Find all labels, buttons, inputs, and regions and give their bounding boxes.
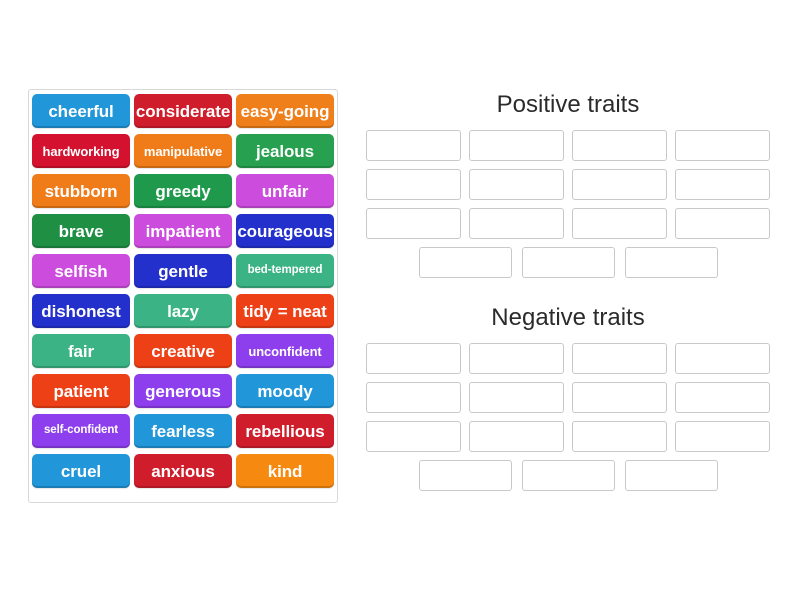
dropzone-slot[interactable] bbox=[521, 247, 615, 279]
word-tile[interactable]: impatient bbox=[134, 214, 232, 248]
word-tile[interactable]: kind bbox=[236, 454, 334, 488]
dropzone-slot[interactable] bbox=[469, 382, 564, 414]
word-tile[interactable]: bed-tempered bbox=[236, 254, 334, 288]
word-tile[interactable]: generous bbox=[134, 374, 232, 408]
dropzone-slot[interactable] bbox=[675, 208, 770, 240]
word-tile[interactable]: manipulative bbox=[134, 134, 232, 168]
dropzone-rows-negative bbox=[366, 343, 770, 492]
dropzone-slot[interactable] bbox=[675, 169, 770, 201]
dropzone-row bbox=[366, 343, 770, 375]
dropzone-slot[interactable] bbox=[572, 208, 667, 240]
word-tile[interactable]: easy-going bbox=[236, 94, 334, 128]
word-tile[interactable]: greedy bbox=[134, 174, 232, 208]
word-tile[interactable]: unfair bbox=[236, 174, 334, 208]
word-tile[interactable]: creative bbox=[134, 334, 232, 368]
dropzone-slot[interactable] bbox=[469, 343, 564, 375]
dropzone-rows-positive bbox=[366, 130, 770, 279]
dropzone-slot[interactable] bbox=[624, 247, 718, 279]
dropzone-slot[interactable] bbox=[675, 130, 770, 162]
word-tile[interactable]: cheerful bbox=[32, 94, 130, 128]
dropzone-slot[interactable] bbox=[469, 208, 564, 240]
dropzone-row bbox=[366, 460, 770, 492]
word-tile[interactable]: fearless bbox=[134, 414, 232, 448]
word-tile[interactable]: dishonest bbox=[32, 294, 130, 328]
dropzone-slot[interactable] bbox=[366, 421, 461, 453]
word-tile[interactable]: self-confident bbox=[32, 414, 130, 448]
dropzone-slot[interactable] bbox=[418, 247, 512, 279]
word-tile[interactable]: jealous bbox=[236, 134, 334, 168]
dropzone-slot[interactable] bbox=[675, 382, 770, 414]
word-tile[interactable]: considerate bbox=[134, 94, 232, 128]
word-tile[interactable]: selfish bbox=[32, 254, 130, 288]
dropzone-slot[interactable] bbox=[366, 382, 461, 414]
dropzone-slot[interactable] bbox=[572, 382, 667, 414]
dropzone-row bbox=[366, 421, 770, 453]
word-tile[interactable]: tidy = neat bbox=[236, 294, 334, 328]
group-title-positive: Positive traits bbox=[496, 91, 640, 118]
group-title-negative: Negative traits bbox=[491, 304, 645, 331]
word-tile[interactable]: courageous bbox=[236, 214, 334, 248]
dropzone-slot[interactable] bbox=[366, 208, 461, 240]
dropzone-row bbox=[366, 130, 770, 162]
dropzone-slot[interactable] bbox=[418, 460, 512, 492]
word-tile[interactable]: anxious bbox=[134, 454, 232, 488]
word-tile[interactable]: cruel bbox=[32, 454, 130, 488]
group-positive-traits: Positive traits bbox=[366, 91, 770, 286]
group-negative-traits: Negative traits bbox=[366, 304, 770, 499]
dropzone-slot[interactable] bbox=[572, 169, 667, 201]
dropzone-slot[interactable] bbox=[469, 130, 564, 162]
word-tile[interactable]: patient bbox=[32, 374, 130, 408]
dropzone-row bbox=[366, 382, 770, 414]
word-tile[interactable]: moody bbox=[236, 374, 334, 408]
word-tile[interactable]: rebellious bbox=[236, 414, 334, 448]
dropzone-slot[interactable] bbox=[624, 460, 718, 492]
dropzone-slot[interactable] bbox=[675, 343, 770, 375]
dropzone-slot[interactable] bbox=[469, 421, 564, 453]
word-tile[interactable]: stubborn bbox=[32, 174, 130, 208]
dropzone-slot[interactable] bbox=[366, 130, 461, 162]
dropzone-row bbox=[366, 208, 770, 240]
dropzone-slot[interactable] bbox=[366, 169, 461, 201]
dropzone-slot[interactable] bbox=[366, 343, 461, 375]
word-tile[interactable]: brave bbox=[32, 214, 130, 248]
dropzone-row bbox=[366, 247, 770, 279]
word-tile[interactable]: gentle bbox=[134, 254, 232, 288]
dropzone-row bbox=[366, 169, 770, 201]
dropzone-slot[interactable] bbox=[469, 169, 564, 201]
word-tile[interactable]: lazy bbox=[134, 294, 232, 328]
dropzone-slot[interactable] bbox=[572, 130, 667, 162]
dropzone-slot[interactable] bbox=[521, 460, 615, 492]
word-tile[interactable]: hardworking bbox=[32, 134, 130, 168]
dropzone-slot[interactable] bbox=[572, 343, 667, 375]
word-tile[interactable]: fair bbox=[32, 334, 130, 368]
word-tile[interactable]: unconfident bbox=[236, 334, 334, 368]
dropzone-slot[interactable] bbox=[572, 421, 667, 453]
dropzone-slot[interactable] bbox=[675, 421, 770, 453]
